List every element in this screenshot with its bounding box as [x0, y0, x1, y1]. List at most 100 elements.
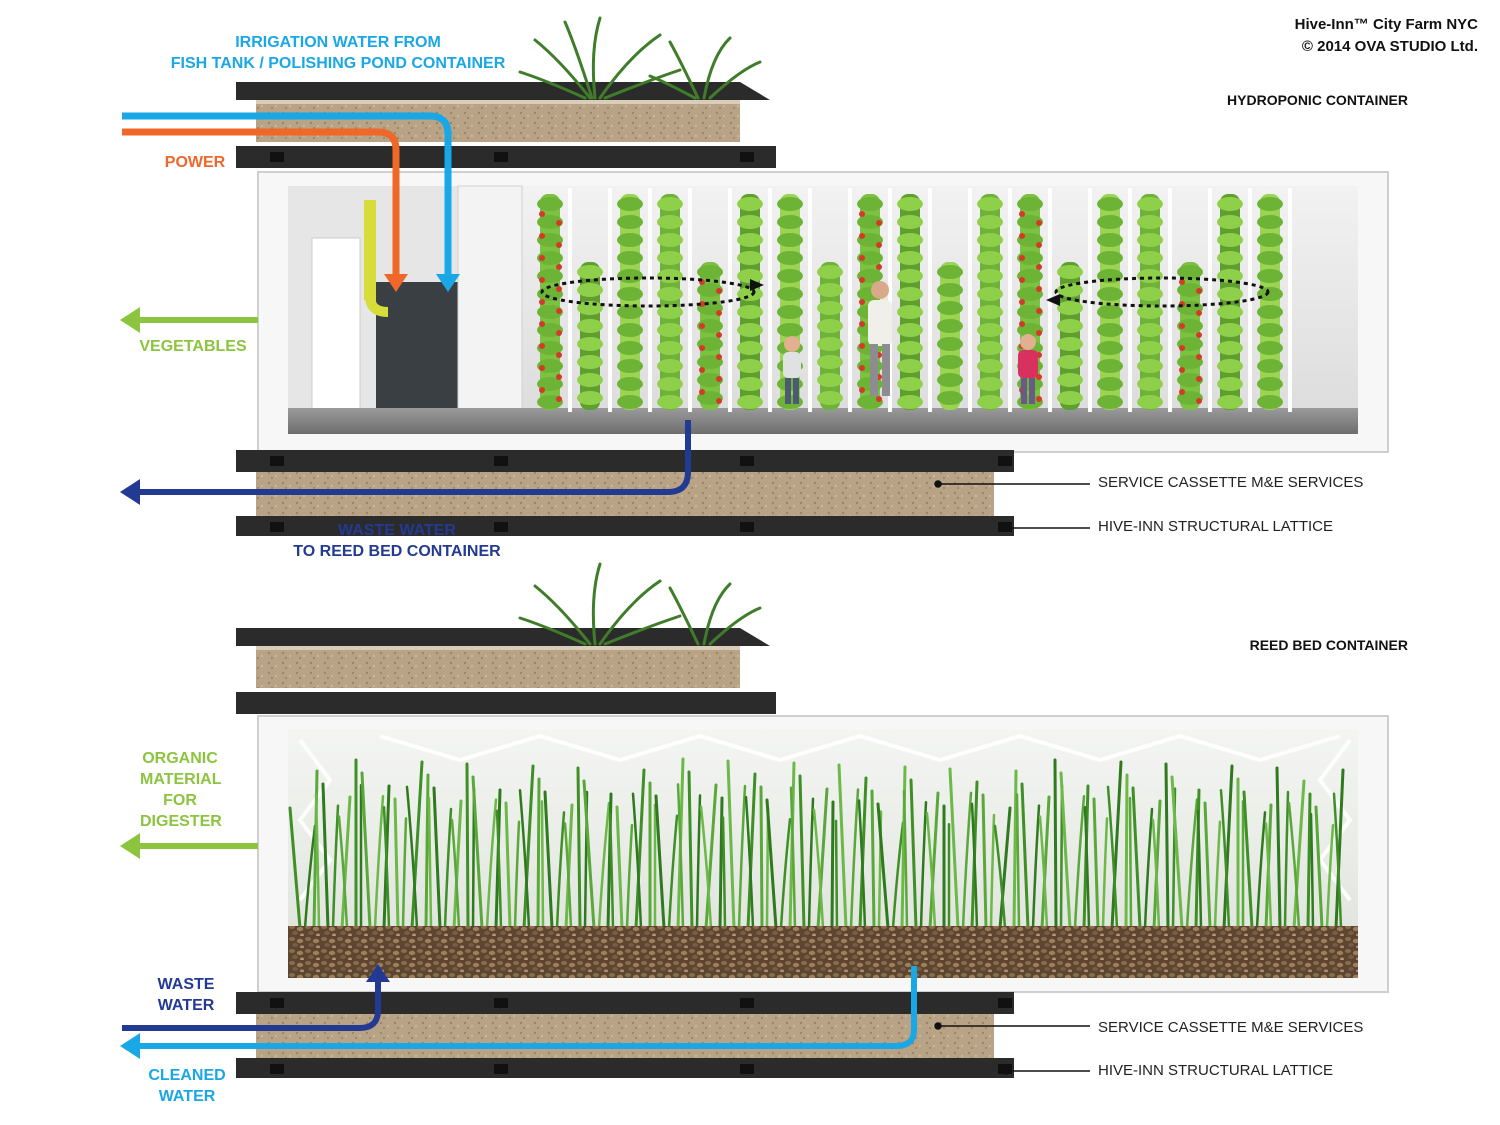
- reed-blade: [504, 801, 512, 930]
- reed-blade: [676, 783, 685, 930]
- service-cassette-top: [236, 450, 1014, 536]
- waste-out-label: WASTE WATER TO REED BED CONTAINER: [290, 520, 504, 562]
- callout-leaders-bottom: [934, 1022, 1090, 1075]
- reed-blade: [1131, 786, 1142, 930]
- reed-blade: [1164, 762, 1170, 930]
- reed-blade: [360, 771, 372, 930]
- reed-blade: [1185, 798, 1199, 930]
- reed-blade: [1194, 788, 1201, 930]
- reed-blade: [1053, 758, 1058, 930]
- reed-blade: [1031, 804, 1041, 930]
- reed-blade: [1334, 768, 1345, 930]
- waste-in-label-line1: WASTE: [157, 976, 215, 993]
- reed-blade: [1292, 779, 1306, 930]
- waste-out-label-line2: TO REED BED CONTAINER: [293, 543, 501, 560]
- reed-blade: [634, 768, 646, 930]
- waste-in-arrowhead: [366, 964, 390, 982]
- credit-title: Hive-Inn™ City Farm NYC: [1294, 16, 1478, 33]
- callout-leaders-top: [934, 480, 1090, 532]
- reed-blade: [450, 818, 461, 930]
- reed-blade: [536, 777, 541, 930]
- waste-out-arrowhead: [120, 479, 140, 505]
- reed-blade: [288, 806, 302, 930]
- reed-blade: [970, 802, 979, 930]
- reed-blade: [989, 813, 996, 930]
- reed-blade: [1242, 790, 1254, 930]
- reed-blade: [465, 762, 470, 930]
- irrigation-label: IRRIGATION WATER FROM FISH TANK / POLISH…: [170, 32, 506, 74]
- reed-blade: [998, 806, 1012, 930]
- reed-blade: [1083, 806, 1091, 930]
- reed-blade: [928, 791, 940, 930]
- reed-blade: [606, 792, 613, 930]
- cleaned-arrowhead: [120, 1033, 140, 1059]
- reed-blade: [870, 789, 876, 930]
- reed-blade: [909, 778, 918, 930]
- reed-blade: [382, 806, 391, 930]
- grow-tower: [577, 188, 612, 412]
- reed-blade: [518, 789, 531, 930]
- reed-blade: [401, 817, 408, 930]
- grow-tower: [1217, 188, 1252, 412]
- reed-blade: [432, 786, 442, 930]
- reed-blade: [443, 807, 453, 930]
- reed-blade: [485, 798, 498, 930]
- reed-blade: [834, 819, 839, 930]
- cleaned-label-line2: WATER: [158, 1088, 216, 1105]
- organic-label-line2: MATERIAL: [140, 771, 222, 788]
- reed-blade: [765, 798, 778, 930]
- reed-blade: [1092, 797, 1100, 930]
- vegetables-arrowhead: [120, 307, 140, 333]
- callout-cassette-bottom: SERVICE CASSETTE M&E SERVICES: [1098, 1019, 1364, 1036]
- reed-blade: [410, 760, 424, 930]
- reed-blade: [543, 790, 554, 930]
- organic-label-line4: DIGESTER: [140, 813, 222, 830]
- reed-blade: [373, 795, 385, 930]
- roof-plants: [518, 16, 762, 100]
- reed-blade: [919, 800, 928, 930]
- reed-blade: [1332, 792, 1343, 930]
- reed-blade: [540, 800, 545, 930]
- grow-tower: [897, 188, 932, 412]
- reed-blade: [900, 765, 907, 930]
- irrigation-label-line2: FISH TANK / POLISHING POND CONTAINER: [170, 55, 506, 72]
- reed-bed-heading: REED BED CONTAINER: [1249, 637, 1408, 653]
- grow-tower: [617, 188, 652, 412]
- hydroponic-heading: HYDROPONIC CONTAINER: [1227, 92, 1408, 108]
- callout-cassette-top: SERVICE CASSETTE M&E SERVICES: [1098, 474, 1364, 491]
- organic-arrowhead: [120, 833, 140, 859]
- credit-block: Hive-Inn™ City Farm NYC © 2014 OVA STUDI…: [1295, 14, 1478, 58]
- gravel-bed: [288, 926, 1358, 978]
- reed-blade: [857, 799, 867, 930]
- reed-blade: [1213, 820, 1222, 930]
- vegetables-label: VEGETABLES: [139, 338, 247, 355]
- reed-blade: [1196, 809, 1203, 930]
- reed-blade: [667, 814, 679, 930]
- reed-blade: [744, 795, 755, 930]
- reed-blade: [337, 815, 349, 930]
- grow-tower: [1177, 188, 1212, 412]
- waste-out-flow-line: [138, 420, 691, 495]
- hydroponic-section: [236, 16, 1389, 536]
- reed-blade: [1219, 789, 1231, 930]
- reed-blade: [704, 783, 718, 930]
- reed-blade: [1170, 775, 1184, 930]
- people: [783, 281, 1038, 404]
- grow-tower: [537, 188, 572, 412]
- waste-in-label-line2: WATER: [157, 997, 215, 1014]
- reed-blade: [522, 764, 535, 930]
- reed-blade: [393, 797, 400, 930]
- reed-blade: [1015, 793, 1021, 930]
- reed-blade: [726, 759, 736, 930]
- reed-blade: [902, 789, 909, 930]
- reed-blade: [563, 822, 573, 930]
- reed-blade: [340, 795, 352, 930]
- reed-blade: [615, 805, 624, 930]
- reed-blade: [948, 767, 960, 930]
- reed-blade: [405, 785, 419, 930]
- grow-tower: [937, 188, 972, 412]
- flow-arrows: [120, 112, 917, 1059]
- reed-blade: [1040, 795, 1051, 930]
- reed-blade: [314, 793, 321, 930]
- service-cassette-bottom: [236, 992, 1014, 1078]
